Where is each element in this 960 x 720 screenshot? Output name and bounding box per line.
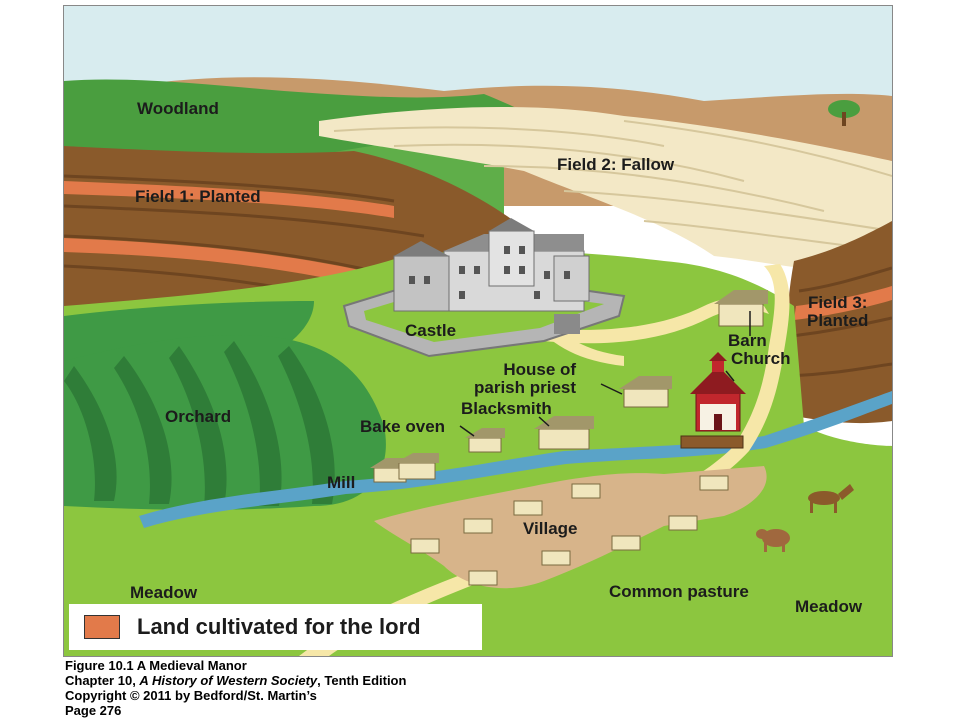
legend-label: Land cultivated for the lord <box>137 614 421 639</box>
label-church: Church <box>731 349 791 368</box>
label-blacksmith: Blacksmith <box>461 399 552 418</box>
label-common-pasture: Common pasture <box>609 582 749 601</box>
label-meadow-left: Meadow <box>130 583 198 602</box>
castle-keep <box>393 218 590 334</box>
house-of-parish-priest <box>619 376 672 408</box>
label-village: Village <box>523 519 578 538</box>
village-ground <box>374 466 767 589</box>
bake-oven-leader <box>459 425 475 437</box>
label-barn: Barn <box>728 331 767 350</box>
caption-title: Figure 10.1 A Medieval Manor <box>65 658 247 673</box>
field-2-fallow <box>319 106 892 273</box>
manor-illustration <box>64 6 892 656</box>
lord-strip <box>64 238 394 291</box>
caption-source: Chapter 10, A History of Western Society… <box>65 673 407 688</box>
horse <box>808 484 854 513</box>
label-bake-oven: Bake oven <box>360 417 446 436</box>
path-to-barn <box>524 298 769 344</box>
bake-oven <box>465 428 505 453</box>
tree <box>828 100 860 126</box>
caption-page: Page 276 <box>65 703 122 718</box>
priest-leader <box>600 383 623 395</box>
label-field-2: Field 2: Fallow <box>557 155 675 174</box>
label-castle: Castle <box>405 321 457 340</box>
cow <box>756 529 790 552</box>
field-3-planted <box>786 221 892 424</box>
label-orchard: Orchard <box>165 407 232 426</box>
bridge <box>680 435 744 449</box>
barn <box>714 290 768 327</box>
label-mill: Mill <box>327 473 356 492</box>
label-woodland: Woodland <box>137 99 219 118</box>
figure-caption: Figure 10.1 A Medieval Manor Chapter 10,… <box>65 658 406 718</box>
river <box>139 391 892 528</box>
caption-copyright: Copyright © 2011 by Bedford/St. Martin’s <box>65 688 317 703</box>
mill <box>370 453 439 483</box>
church <box>690 352 746 432</box>
legend-swatch <box>84 615 120 639</box>
lord-strip <box>64 181 394 218</box>
map-legend: Land cultivated for the lord <box>69 604 482 650</box>
label-house-of-parish-priest: House of parish priest <box>474 360 577 397</box>
label-meadow-right: Meadow <box>795 597 863 616</box>
lord-strip <box>794 286 892 320</box>
manor-map: Woodland Field 1: Planted Field 2: Fallo… <box>63 5 893 657</box>
blacksmith-leader <box>538 416 550 427</box>
label-field-1: Field 1: Planted <box>135 187 261 206</box>
label-field-3: Field 3: Planted <box>807 293 869 330</box>
village-houses <box>410 475 729 586</box>
church-leader <box>725 370 735 382</box>
